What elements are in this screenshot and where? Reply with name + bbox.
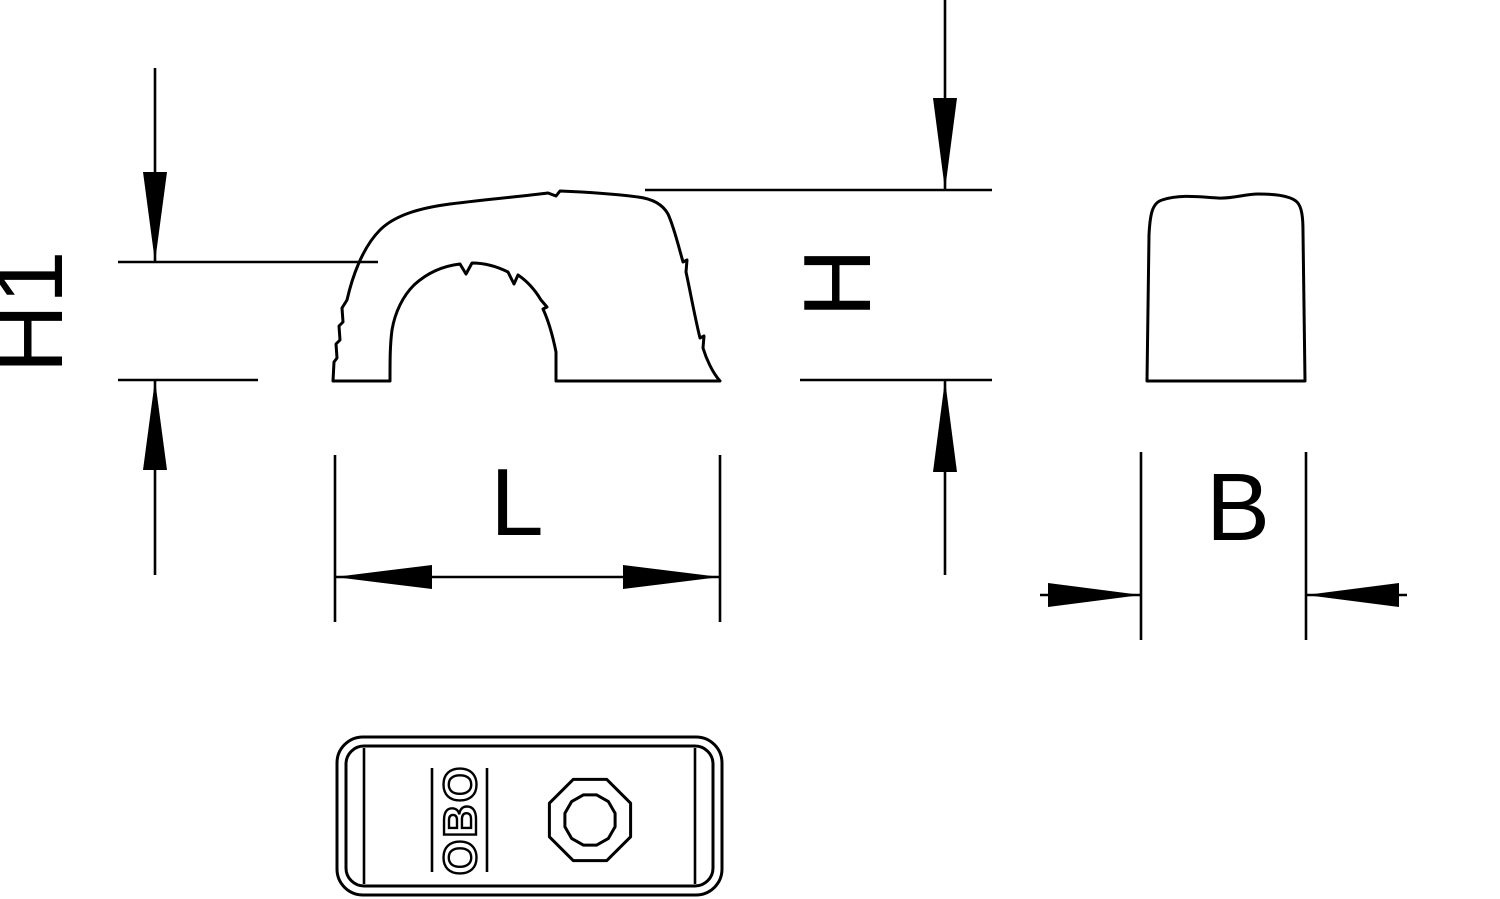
obo-logo: OBO xyxy=(430,763,489,877)
dimension-l: L xyxy=(333,449,722,622)
label-l: L xyxy=(490,449,543,556)
b-arrow-right-pointing xyxy=(1048,583,1141,607)
l-arrow-left xyxy=(335,565,432,589)
label-h1: H1 xyxy=(0,251,83,374)
label-h: H xyxy=(784,248,891,317)
dimension-h1: H1 xyxy=(0,68,378,575)
end-view-outline xyxy=(1145,192,1307,383)
side-view xyxy=(331,189,722,383)
bottom-view-outer xyxy=(335,735,724,897)
bottom-view: OBO xyxy=(335,735,724,897)
h1-arrow-down xyxy=(143,172,167,262)
bottom-view-inner xyxy=(344,744,715,888)
b-arrow-left-pointing xyxy=(1306,583,1399,607)
h-arrow-down xyxy=(933,98,957,190)
l-arrow-right xyxy=(623,565,720,589)
side-view-outline xyxy=(331,189,722,383)
h1-arrow-up xyxy=(143,380,167,470)
mounting-hole-octagon xyxy=(547,777,633,863)
mounting-hole xyxy=(547,777,633,863)
end-view xyxy=(1145,192,1307,383)
obo-logo-text: OBO xyxy=(434,765,486,876)
label-b: B xyxy=(1206,454,1270,561)
dimension-b: B xyxy=(1040,452,1407,640)
h-arrow-up xyxy=(933,380,957,472)
mounting-hole-inner xyxy=(563,793,617,847)
dimension-h: H xyxy=(645,0,992,575)
